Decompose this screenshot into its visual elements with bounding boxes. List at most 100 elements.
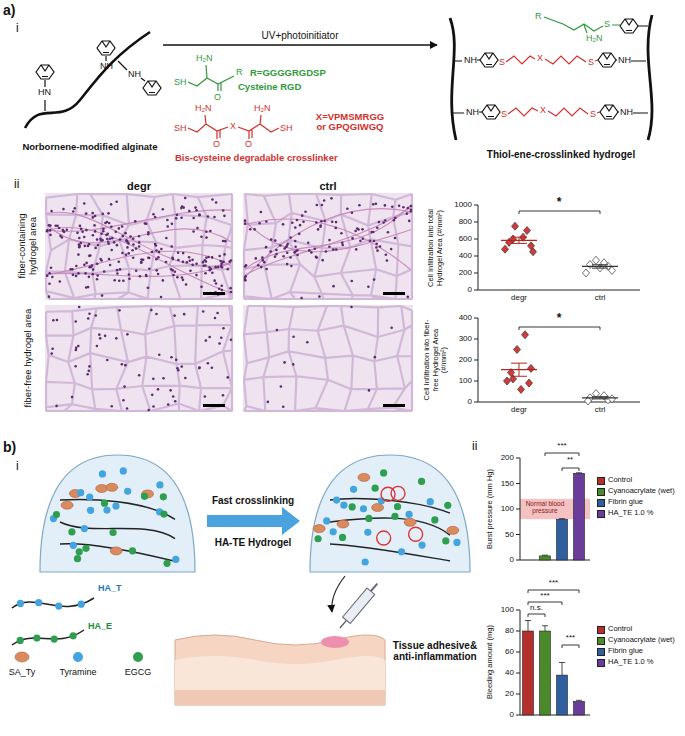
scale-bar (203, 404, 225, 407)
cell-nucleus (94, 314, 97, 317)
cell-nucleus (224, 240, 227, 243)
cell-nucleus (410, 205, 413, 208)
cell-nucleus (93, 224, 96, 227)
tick (516, 483, 520, 484)
egcg-dot (365, 515, 372, 522)
cell-nucleus (132, 238, 135, 241)
cell-nucleus (84, 272, 87, 275)
y-axis (520, 610, 521, 715)
tick (516, 458, 520, 459)
sa-ty-particle (404, 518, 416, 526)
cell-nucleus (292, 335, 295, 338)
cell-nucleus (155, 258, 158, 261)
cell-nucleus (160, 248, 163, 251)
text-label: ** (567, 456, 573, 464)
tick (474, 239, 478, 240)
cell-nucleus (113, 241, 116, 244)
text-label: S (604, 20, 610, 30)
cell-nucleus (274, 255, 277, 258)
legend-text: HA_TE 1.0 % (608, 509, 653, 517)
cell-nucleus (375, 243, 378, 246)
cell-nucleus (209, 230, 212, 233)
cell-nucleus (260, 211, 263, 214)
cell-nucleus (341, 244, 344, 247)
cell-nucleus (131, 249, 134, 252)
cell-nucleus (132, 243, 135, 246)
cell-nucleus (61, 236, 64, 239)
text-label: HA_E (88, 622, 112, 632)
cell-nucleus (99, 258, 102, 261)
text-label: S (588, 58, 594, 68)
crosslink-ring (409, 527, 423, 541)
polymer-chain (60, 522, 175, 539)
cell-nucleus (94, 215, 97, 218)
cell-nucleus (109, 237, 112, 240)
cell-nucleus (109, 264, 112, 267)
cell-nucleus (379, 245, 382, 248)
cell-nucleus (244, 265, 247, 268)
tyramine-dot (77, 489, 84, 496)
fiber (245, 209, 411, 278)
cell-nucleus (213, 216, 216, 219)
tyramine-dot (427, 498, 434, 505)
cell-nucleus (134, 220, 137, 223)
tick-label: 600 (459, 235, 472, 244)
text-label: R (535, 12, 542, 22)
cell-nucleus (96, 238, 99, 241)
svg-use (480, 53, 498, 67)
tyramine-dot (398, 548, 405, 555)
cell-nucleus (182, 261, 185, 264)
tick-label: 80 (505, 627, 514, 636)
cell-nucleus (276, 329, 279, 332)
cell-nucleus (205, 230, 208, 233)
cell-nucleus (391, 205, 394, 208)
cell-nucleus (375, 246, 378, 249)
subcutis-layer (175, 690, 385, 705)
tyramine-dot (406, 511, 413, 518)
sa-ty-particle (358, 473, 370, 481)
polymer-chain (12, 598, 94, 608)
cell-nucleus (157, 273, 160, 276)
tick (474, 381, 478, 382)
data-point (528, 364, 535, 372)
sa-ty-particle (313, 525, 325, 533)
tyramine-dot (418, 541, 425, 548)
tick-label: 200 (501, 454, 514, 463)
text-label: *** (549, 579, 558, 587)
cell-nucleus (152, 378, 155, 381)
cell-nucleus (92, 234, 95, 237)
cell-nucleus (83, 236, 86, 239)
cysteine-rgd-structure (188, 65, 234, 91)
legend-swatch (597, 499, 605, 507)
cell-nucleus (49, 229, 52, 232)
cell-nucleus (181, 205, 184, 208)
cell-nucleus (117, 260, 120, 263)
side-group-dot (51, 635, 58, 642)
scale-bar (383, 292, 405, 295)
cell-nucleus (155, 249, 158, 252)
cell-nucleus (184, 197, 187, 200)
text-label: S (590, 110, 596, 120)
cell-nucleus (202, 310, 205, 313)
cell-nucleus (300, 297, 303, 300)
cell-nucleus (155, 313, 158, 316)
cell-nucleus (69, 268, 72, 271)
cell-nucleus (226, 268, 229, 271)
cell-nucleus (286, 252, 289, 255)
tick (474, 402, 478, 403)
cell-nucleus (115, 337, 118, 340)
svg-path (450, 18, 456, 140)
text-label: Tyramine (59, 668, 96, 678)
tick (516, 509, 520, 510)
svg-use (482, 105, 500, 119)
tick (474, 256, 478, 257)
tick-label: 100 (459, 377, 472, 386)
tyramine-dot (453, 539, 460, 546)
cell-nucleus (211, 366, 214, 369)
cell-nucleus (110, 203, 113, 206)
structure-caption: Thiol-ene-crosslinked hydrogel (487, 149, 635, 161)
cell-nucleus (188, 256, 191, 259)
egcg-dot (129, 547, 136, 554)
legend-swatch (597, 626, 605, 634)
edge-label: UV+photoinitiator (262, 30, 339, 41)
